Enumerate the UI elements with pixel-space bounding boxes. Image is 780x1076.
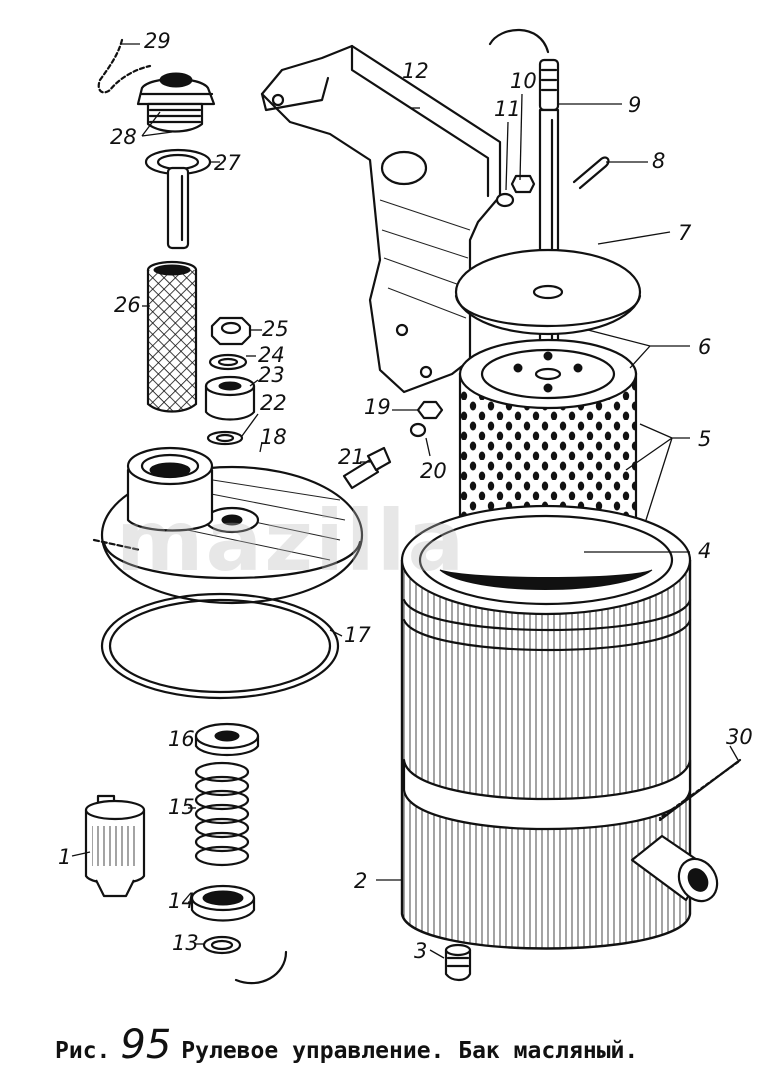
washer-16 <box>194 722 260 756</box>
caption-prefix: Рис. <box>55 1038 111 1064</box>
cotter-pin-8 <box>572 156 610 190</box>
label-part-20: 20 <box>420 459 447 483</box>
part-labels: 1 2 3 4 5 6 7 8 9 10 11 12 13 14 15 16 1… <box>58 29 753 963</box>
spacer-23 <box>204 375 256 421</box>
spring-seat-14 <box>190 884 256 922</box>
label-part-21: 21 <box>338 445 365 469</box>
label-part-14: 14 <box>168 889 195 913</box>
label-part-25: 25 <box>262 317 289 341</box>
spring-15 <box>194 761 250 867</box>
label-part-26: 26 <box>114 293 141 317</box>
label-part-6: 6 <box>698 335 711 359</box>
caption-figure-number: 95 <box>120 1022 172 1068</box>
label-part-16: 16 <box>168 727 195 751</box>
label-part-10: 10 <box>510 69 537 93</box>
dipstick-rod <box>166 166 190 250</box>
drain-plug-3 <box>444 943 472 982</box>
label-part-22: 22 <box>260 391 287 415</box>
filler-cap-28 <box>136 72 216 133</box>
side-fitting <box>630 834 719 903</box>
label-part-18: 18 <box>260 425 287 449</box>
watermark: mazilla <box>116 492 466 590</box>
label-part-8: 8 <box>652 149 665 173</box>
washer-20 <box>409 422 427 438</box>
nut-19 <box>416 400 444 420</box>
chain-29 <box>97 38 152 94</box>
leader-lines <box>71 43 739 959</box>
label-part-24: 24 <box>258 343 285 367</box>
label-part-29: 29 <box>144 29 171 53</box>
bracket-12 <box>260 44 502 394</box>
washer-11 <box>495 192 515 208</box>
label-part-30: 30 <box>726 725 753 749</box>
label-part-13: 13 <box>172 931 199 955</box>
top-plate-7 <box>454 248 642 336</box>
tank-body-2 <box>400 504 692 950</box>
label-part-5: 5 <box>698 427 711 451</box>
label-part-9: 9 <box>628 93 641 117</box>
caption-title: Рулевое управление. Бак масляный. <box>181 1038 639 1064</box>
label-part-27: 27 <box>214 151 241 175</box>
label-part-1: 1 <box>58 845 71 869</box>
wire-30 <box>658 758 742 822</box>
tank-lid-18 <box>92 446 364 605</box>
figure-caption: Рис. 95 Рулевое управление. Бак масляный… <box>55 1022 755 1068</box>
label-part-19: 19 <box>364 395 391 419</box>
label-part-11: 11 <box>494 97 521 121</box>
label-part-7: 7 <box>678 221 692 245</box>
ring-13 <box>202 935 242 955</box>
o-ring-17 <box>100 592 340 700</box>
label-part-3: 3 <box>414 939 427 963</box>
label-part-12: 12 <box>402 59 429 83</box>
label-part-17: 17 <box>344 623 371 647</box>
label-part-2: 2 <box>354 869 367 893</box>
strainer-26 <box>146 260 198 413</box>
exploded-view-drawing: mazilla 1 2 3 4 <box>58 28 753 985</box>
arc-top <box>488 28 550 54</box>
valve-element-1 <box>84 794 146 898</box>
arc-bottom <box>234 950 288 985</box>
nut-10 <box>510 174 536 194</box>
label-part-23: 23 <box>258 363 285 387</box>
washer-24 <box>208 353 248 371</box>
label-part-4: 4 <box>698 539 711 563</box>
washer-22 <box>206 430 244 446</box>
label-part-28: 28 <box>110 125 137 149</box>
label-part-15: 15 <box>168 795 195 819</box>
bolt-21 <box>342 446 392 490</box>
nut-25 <box>210 316 252 346</box>
